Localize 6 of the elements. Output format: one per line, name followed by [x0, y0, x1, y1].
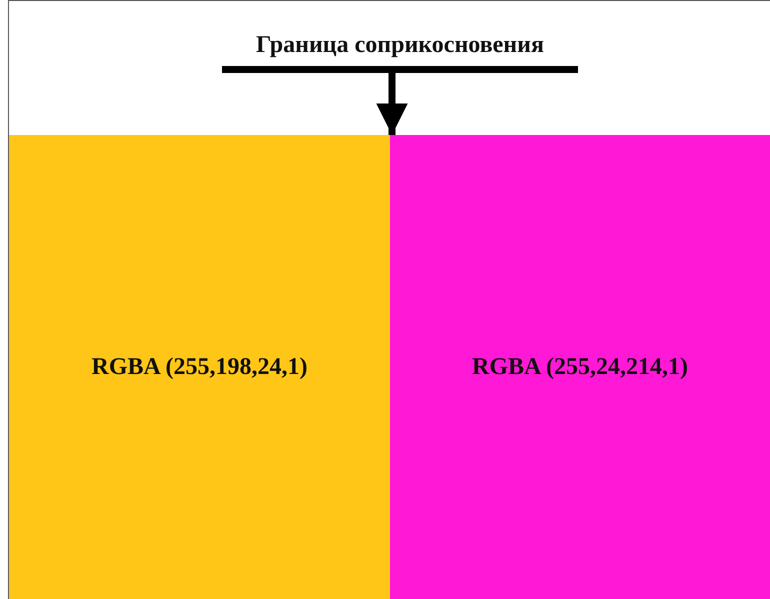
color-block: [9, 135, 390, 599]
color-value-text: RGBA (255,198,24,1): [92, 354, 308, 380]
color-block: [390, 135, 770, 599]
leader-arrow: [376, 73, 408, 135]
boundary-label: Граница соприкосновения: [222, 28, 578, 73]
color-value-text: RGBA (255,24,214,1): [472, 354, 688, 380]
